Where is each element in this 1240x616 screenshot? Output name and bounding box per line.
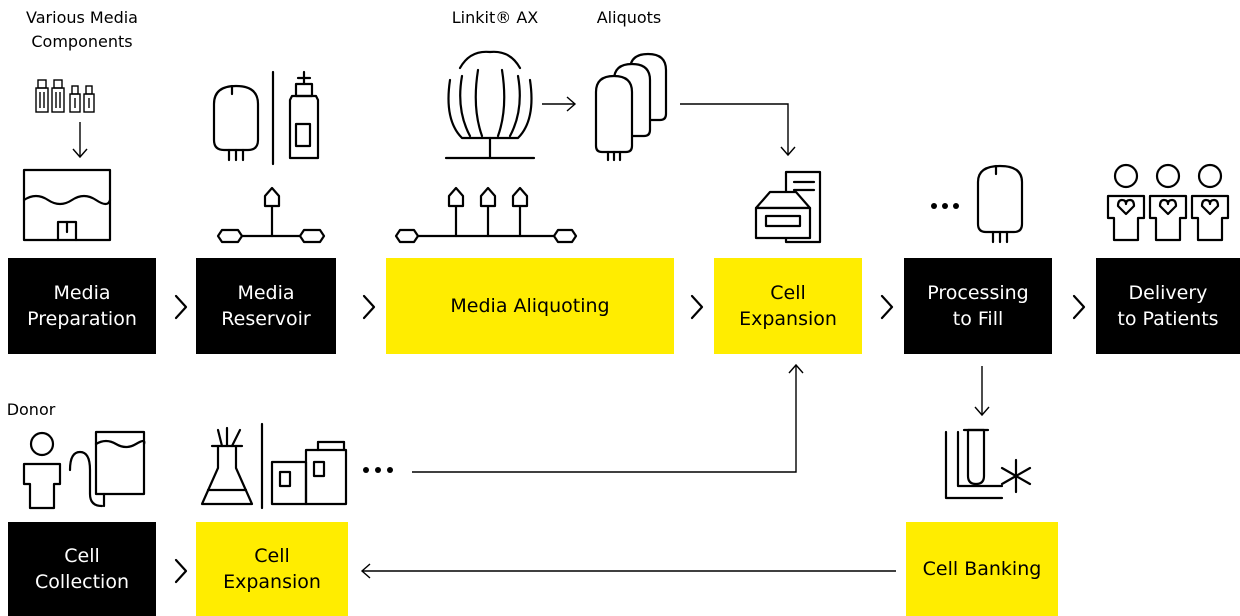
- culture-system-icon: [270, 440, 393, 506]
- arrow-down-icon: [72, 122, 88, 159]
- step-media-reservoir: Media Reservoir: [196, 258, 336, 354]
- reservoir-bag-icon: [212, 84, 260, 162]
- media-bottles-icon: [35, 79, 95, 113]
- chevron-icon: [1072, 294, 1086, 320]
- connector-arrow: [412, 363, 804, 473]
- fill-bag-icon: [931, 164, 1024, 244]
- donor-label: Donor: [6, 400, 56, 419]
- step-cell-collection: Cell Collection: [8, 522, 156, 616]
- manifold-icon: [216, 186, 326, 244]
- chevron-icon: [362, 294, 376, 320]
- aliquots-label: Aliquots: [596, 8, 662, 27]
- various-media-components-label: Various Media Components: [26, 8, 138, 51]
- cryo-storage-icon: [944, 428, 1032, 500]
- manifold-icon: [394, 186, 578, 244]
- step-media-preparation: Media Preparation: [8, 258, 156, 354]
- donor-icon: [22, 431, 62, 510]
- patients-icon: [1106, 163, 1230, 242]
- step-media-aliquoting: Media Aliquoting: [386, 258, 674, 354]
- chevron-icon: [880, 294, 894, 320]
- step-delivery-to-patients: Delivery to Patients: [1096, 258, 1240, 354]
- chevron-icon: [174, 294, 188, 320]
- step-cell-expansion-lower: Cell Expansion: [196, 522, 348, 616]
- linkit-ax-icon: [444, 50, 536, 160]
- arrow-left-connector: [360, 563, 896, 579]
- chevron-icon: [174, 558, 188, 584]
- arrow-down-icon: [974, 366, 990, 417]
- collection-bag-icon: [68, 430, 146, 508]
- aliquot-bags-icon: [594, 52, 668, 162]
- connector-arrow: [680, 103, 796, 157]
- media-container-icon: [22, 168, 112, 242]
- arrow-right-icon: [542, 96, 577, 112]
- step-cell-banking: Cell Banking: [906, 522, 1058, 616]
- step-cell-expansion-main: Cell Expansion: [714, 258, 862, 354]
- flask-icon: [200, 426, 254, 506]
- linkit-ax-label: Linkit® AX: [451, 8, 539, 27]
- bioreactor-icon: [754, 170, 822, 244]
- chevron-icon: [690, 294, 704, 320]
- bottle-icon: [288, 70, 320, 160]
- step-processing-to-fill: Processing to Fill: [904, 258, 1052, 354]
